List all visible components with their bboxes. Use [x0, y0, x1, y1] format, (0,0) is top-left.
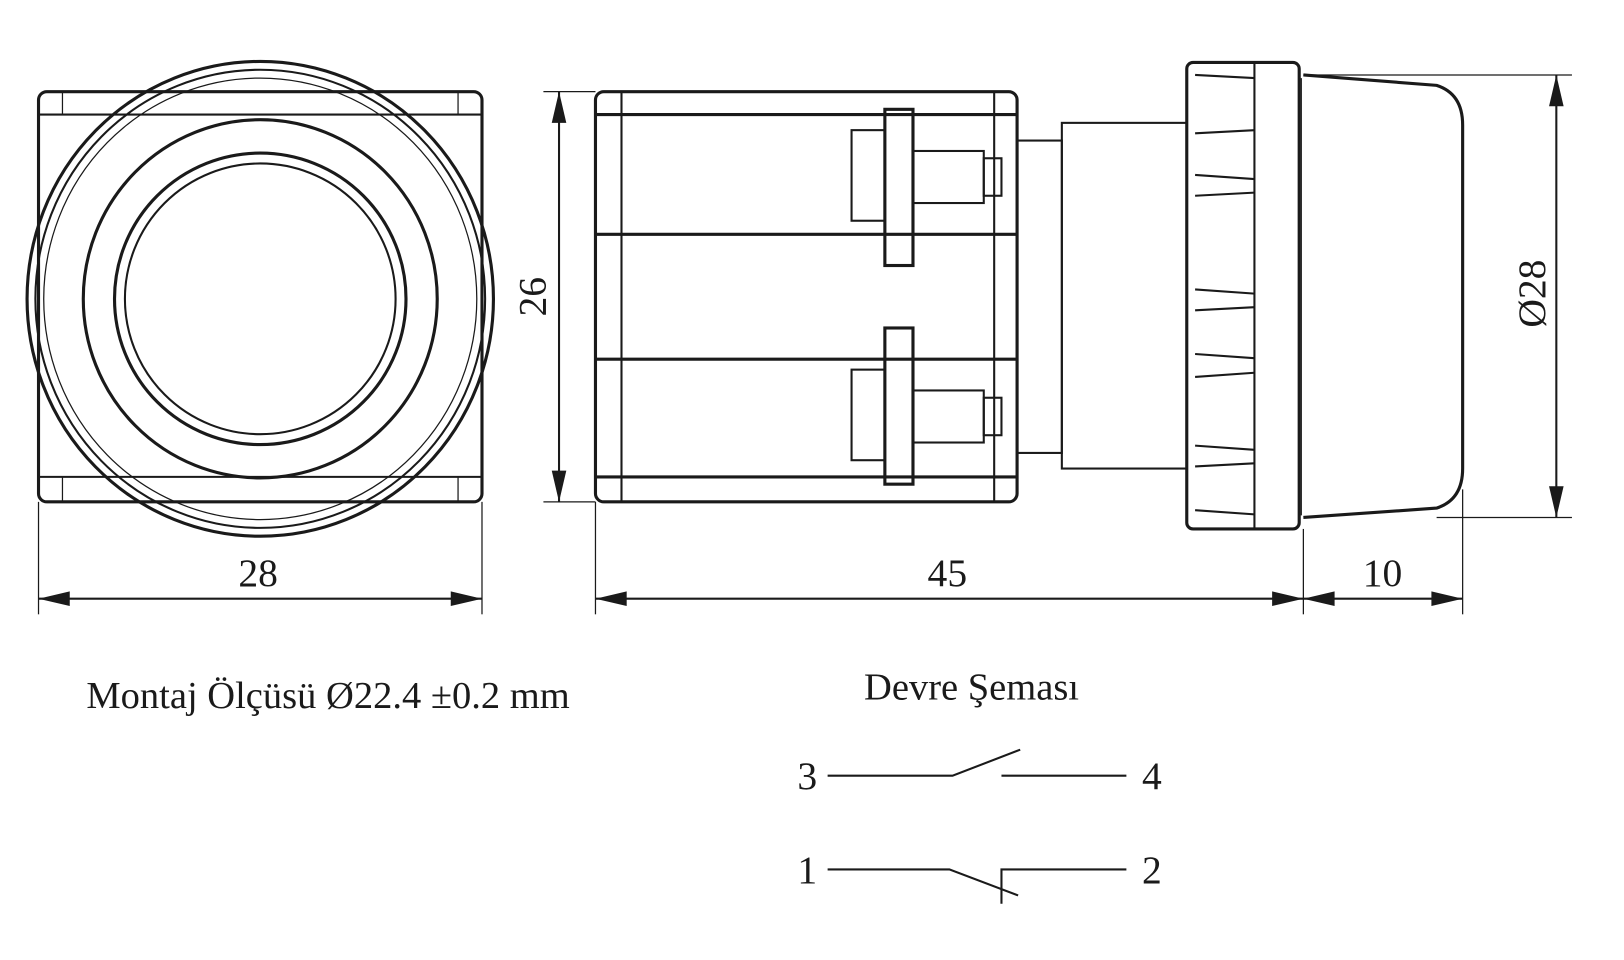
circuit-diagram: 3 4 1 2 [797, 748, 1162, 904]
dim-text-45: 45 [928, 551, 968, 595]
circuit-title: Devre Şeması [864, 667, 1079, 709]
terminal-4: 4 [1142, 754, 1162, 798]
front-view [25, 59, 496, 538]
dimension-diameter-28: Ø28 [1303, 74, 1572, 519]
dim-text-diameter-28: Ø28 [1510, 260, 1554, 328]
dimension-10: 10 [1303, 489, 1464, 615]
dimension-26: 26 [511, 91, 596, 503]
terminal-1: 1 [797, 848, 817, 892]
bezel [1185, 60, 1302, 531]
contact-block-upper [850, 107, 1003, 268]
mounting-note: Montaj Ölçüsü Ø22.4 ±0.2 mm [86, 675, 569, 717]
terminal-3: 3 [797, 754, 817, 798]
dimension-28: 28 [37, 501, 483, 615]
dim-text-26: 26 [511, 277, 555, 317]
dimension-45: 45 [594, 501, 1304, 615]
lens [1303, 73, 1465, 520]
side-view [593, 60, 1465, 531]
terminal-2: 2 [1142, 848, 1162, 892]
dim-text-28: 28 [238, 551, 278, 595]
contact-block-lower [850, 326, 1003, 486]
dim-text-10: 10 [1363, 551, 1403, 595]
